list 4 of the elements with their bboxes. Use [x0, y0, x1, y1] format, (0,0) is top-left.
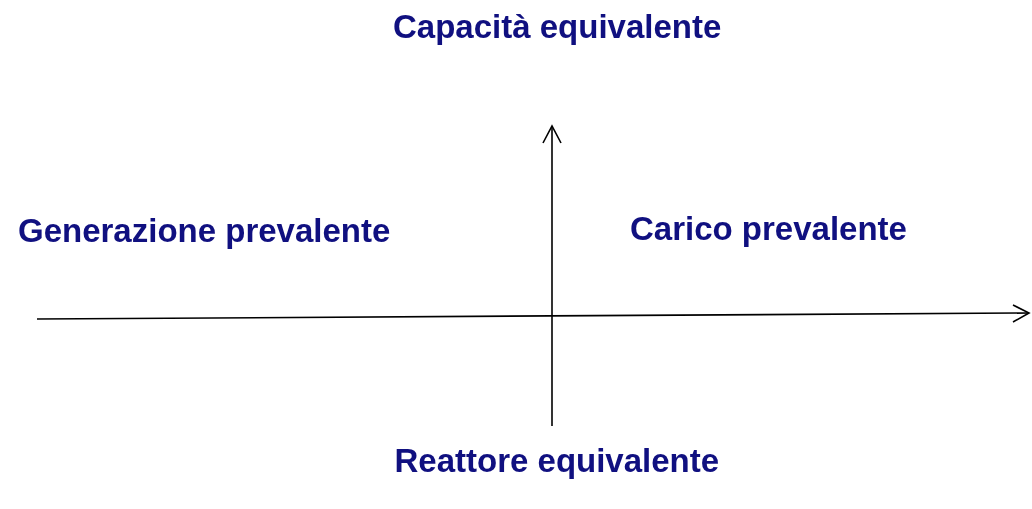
axis-label: Generazione prevalente [18, 212, 391, 250]
axis-label: Capacità equivalente [393, 8, 722, 46]
axis-label: Carico prevalente [630, 210, 907, 248]
axis-label: Reattore equivalente [394, 442, 720, 480]
